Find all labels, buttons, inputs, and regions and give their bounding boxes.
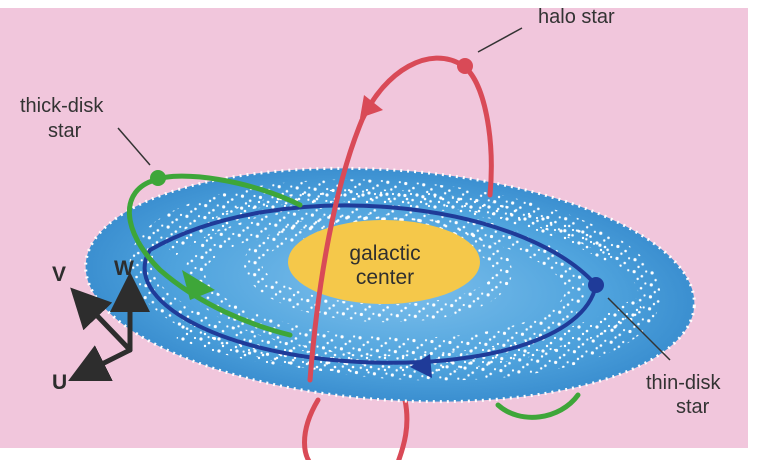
- thin-disk-star-label-line2: star: [676, 396, 709, 418]
- thick-disk-star-dot: [150, 170, 166, 186]
- w-axis-label: W: [114, 258, 134, 280]
- thick-disk-pointer-line: [118, 128, 150, 165]
- halo-star-dot: [457, 58, 473, 74]
- thick-disk-star-label-line1: thick-disk: [20, 95, 103, 117]
- u-axis-arrow: [86, 350, 130, 372]
- thin-disk-star-dot: [588, 277, 604, 293]
- u-axis-label: U: [52, 372, 67, 394]
- v-axis-label: V: [52, 264, 66, 286]
- halo-pointer-line: [478, 28, 522, 52]
- thin-disk-star-label-line1: thin-disk: [646, 372, 720, 394]
- galactic-center-label-line1: galactic: [340, 242, 430, 265]
- galactic-center-label-line2: center: [340, 266, 430, 289]
- halo-orbit-lower: [305, 400, 407, 460]
- halo-star-label: halo star: [538, 6, 615, 28]
- thick-disk-star-label-line2: star: [48, 120, 81, 142]
